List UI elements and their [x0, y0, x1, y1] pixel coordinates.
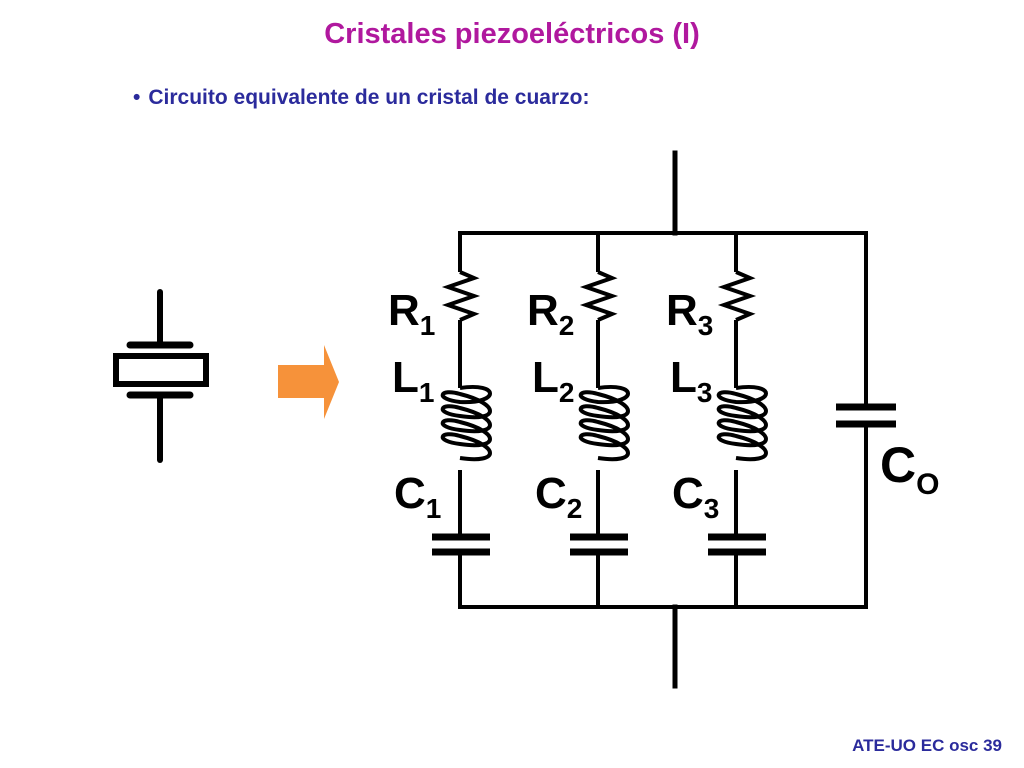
- rlc-branch-3: [708, 233, 768, 607]
- inductor-1-label: L1: [392, 353, 434, 408]
- inductor-2-icon: [578, 384, 630, 462]
- crystal-symbol-icon: [113, 289, 209, 463]
- resistor-2-label: R2: [527, 286, 574, 341]
- bullet-marker: •: [133, 86, 141, 109]
- slide-footer: ATE-UO EC osc 39: [852, 736, 1002, 755]
- resistor-1-icon: [441, 270, 481, 322]
- equivalence-arrow-icon: [278, 345, 339, 419]
- capacitor-1-label: C1: [394, 469, 441, 524]
- rlc-branch-2: [570, 233, 630, 607]
- capacitor-3-label: C3: [672, 469, 719, 524]
- resistor-3-icon: [717, 270, 757, 322]
- subtitle-text: Circuito equivalente de un cristal de cu…: [148, 86, 590, 109]
- resistor-1-label: R1: [388, 286, 435, 341]
- crystal-body: [113, 353, 209, 387]
- parallel-capacitor-branch: [836, 233, 896, 607]
- slide-title: Cristales piezoeléctricos (I): [324, 18, 700, 50]
- resistor-3-label: R3: [666, 286, 713, 341]
- rlc-branch-1: [432, 233, 492, 607]
- capacitor-o-label: CO: [880, 437, 939, 501]
- subtitle-bullet-line: • Circuito equivalente de un cristal de c…: [133, 86, 589, 110]
- inductor-1-icon: [440, 384, 492, 462]
- capacitor-2-label: C2: [535, 469, 582, 524]
- inductor-3-label: L3: [670, 353, 712, 408]
- inductor-2-label: L2: [532, 353, 574, 408]
- resistor-2-icon: [579, 270, 619, 322]
- inductor-3-icon: [716, 384, 768, 462]
